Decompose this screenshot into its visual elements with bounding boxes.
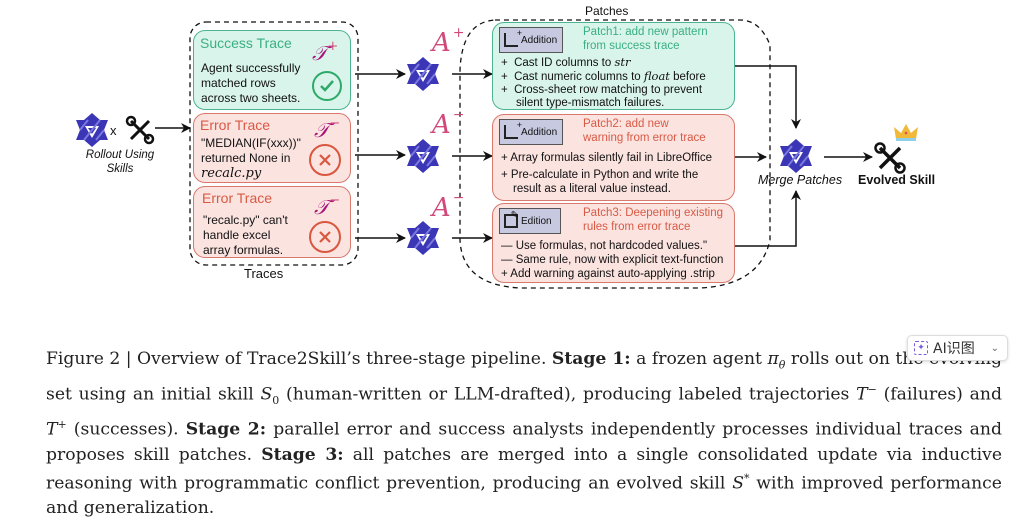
chevron-down-icon[interactable]: ⌄	[990, 342, 999, 354]
traces-group-border	[189, 21, 359, 266]
crown-icon	[894, 124, 918, 141]
rollout-agent-icon	[75, 112, 109, 148]
trace-line: "recalc.py" can't	[203, 213, 288, 227]
analyst-label: A−	[432, 190, 465, 223]
tau-plus-symbol: 𝒯+	[312, 39, 339, 65]
tau-minus-symbol: 𝒯−	[314, 193, 341, 219]
patch-lines: + Array formulas silently fail in LibreO…	[501, 151, 712, 196]
patch-lines: + Cast ID columns to str + Cast numeric …	[501, 56, 706, 110]
trace-body: Agent successfully matched rows across t…	[201, 61, 300, 106]
success-analyst-agent-icon	[406, 56, 440, 92]
evolved-skill-label: Evolved Skill	[858, 173, 936, 187]
trace-line: handle excel	[203, 228, 271, 242]
trace-title: Success Trace	[200, 35, 292, 51]
error-trace-card: Error Trace "recalc.py" can't handle exc…	[193, 186, 351, 258]
chip-label: Addition	[521, 126, 558, 138]
math-t-plus: T	[46, 420, 58, 441]
math-s-star-sup: *	[743, 471, 750, 485]
rollout-label: Rollout Using Skills	[85, 149, 155, 175]
patch-line: + Array formulas silently fail in LibreO…	[501, 152, 713, 164]
math-theta: θ	[778, 358, 786, 372]
skill-tools-icon	[125, 115, 155, 145]
figure-caption: Figure 2 | Overview of Trace2Skill’s thr…	[46, 347, 1002, 521]
caption-stage1-label: Stage 1:	[551, 349, 631, 369]
caption-text: (human-written or LLM-drafted), producin…	[279, 384, 857, 405]
error-trace-card: Error Trace "MEDIAN(IF(xxx))" returned N…	[193, 113, 351, 183]
trace-line: matched rows	[201, 76, 276, 90]
caption-figure-label: Figure 2 | Overview of Trace2Skill’s thr…	[46, 349, 547, 369]
patch-line: + Cast numeric columns to float before	[501, 69, 706, 84]
caption-stage3-label: Stage 3:	[261, 444, 344, 465]
math-s-star: S	[732, 473, 744, 494]
patch-line: + Add warning against auto-applying .str…	[501, 268, 715, 280]
caption-text: parallel error and success analysts inde…	[46, 420, 1002, 465]
edition-chip: ✎ Edition	[499, 208, 561, 234]
trace-title: Error Trace	[200, 117, 271, 133]
ai-badge-label: AI识图	[933, 341, 975, 357]
chip-label: Addition	[521, 34, 558, 46]
caption-text: a frozen agent	[636, 349, 768, 369]
x-circle-icon	[309, 221, 341, 253]
error-analyst-agent-icon	[406, 138, 440, 174]
patches-group-border	[459, 19, 771, 289]
trace-body: "MEDIAN(IF(xxx))" returned None in recal…	[201, 136, 301, 181]
caption-text: (failures) and	[876, 384, 1002, 405]
patch-line: result as a literal value instead.	[513, 183, 671, 195]
patch-lines: — Use formulas, not hardcoded values." —…	[501, 239, 723, 281]
tau-minus-symbol: 𝒯−	[314, 116, 341, 142]
ai-image-recognition-button[interactable]: ✦ AI识图 ⌄	[907, 335, 1008, 361]
math-t-minus: T	[856, 384, 868, 405]
pipeline-figure: x Rollout Using Skills Success Trace Age…	[75, 4, 936, 289]
trace-line: Agent successfully	[201, 61, 301, 75]
patch-line: — Same rule, now with explicit text-func…	[501, 254, 724, 266]
math-t-minus-sup: −	[867, 382, 877, 396]
figure-wires	[75, 19, 918, 289]
trace-title: Error Trace	[202, 190, 273, 206]
caption-stage2-label: Stage 2:	[185, 420, 267, 441]
evolved-skill-icon	[874, 142, 906, 174]
merge-agent-icon	[779, 138, 813, 174]
trace-math-line: recalc.py	[201, 166, 262, 181]
analyst-label: A+	[432, 25, 465, 58]
caption-text: all patches are merged into a single con…	[46, 444, 1002, 494]
patch-line: + Pre-calculate in Python and write the	[501, 169, 699, 181]
trace-line: across two sheets.	[201, 91, 301, 105]
math-s0-sub: 0	[272, 394, 280, 408]
addition-icon: +	[504, 28, 522, 47]
addition-icon: +	[504, 120, 522, 139]
trace-line: "MEDIAN(IF(xxx))"	[201, 136, 301, 150]
rollout-times-symbol: x	[110, 123, 117, 138]
x-circle-icon	[309, 144, 341, 176]
math-s0: S	[260, 384, 273, 405]
addition-chip: + Addition	[499, 119, 563, 145]
patch-line: silent type-mismatch failures.	[516, 97, 665, 109]
math-pi: π	[767, 349, 779, 369]
trace-line: returned None in	[201, 151, 291, 165]
addition-chip: + Addition	[499, 27, 563, 53]
chip-label: Edition	[521, 215, 552, 227]
patch-line: — Use formulas, not hardcoded values."	[501, 240, 708, 252]
caption-text: (successes).	[66, 420, 186, 441]
patch-line: + Cross-sheet row matching to prevent	[501, 84, 703, 96]
trace-body: "recalc.py" can't handle excel array for…	[203, 213, 288, 258]
ai-scan-icon: ✦	[914, 341, 928, 355]
math-t-plus-sup: +	[57, 418, 67, 432]
edit-icon: ✎	[504, 210, 519, 228]
patches-label: Patches	[585, 4, 629, 18]
patch-line: + Cast ID columns to str	[501, 55, 631, 70]
trace-line: array formulas.	[203, 243, 284, 257]
check-circle-icon	[312, 71, 342, 101]
success-trace-card: Success Trace Agent successfully matched…	[193, 30, 351, 110]
error-analyst-agent-icon	[406, 220, 440, 256]
merge-patches-label: Merge Patches	[758, 173, 843, 187]
traces-label: Traces	[244, 266, 284, 281]
analyst-label: A−	[432, 107, 465, 140]
